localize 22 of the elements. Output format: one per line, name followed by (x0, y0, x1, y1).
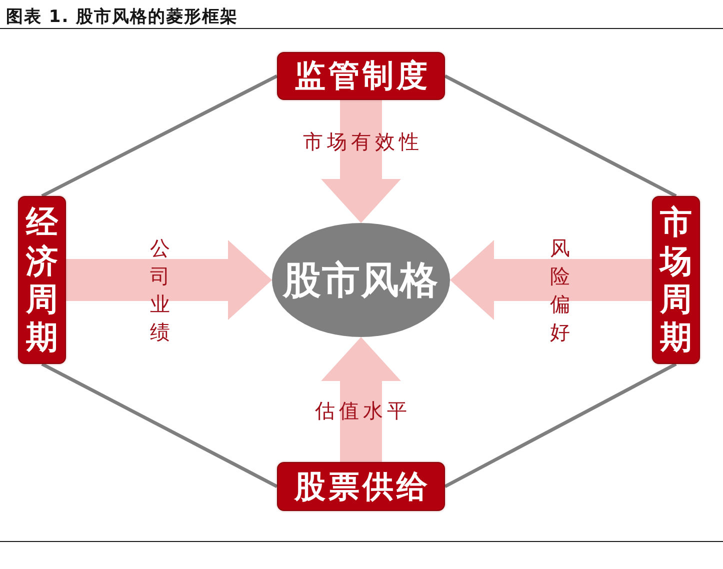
node-label: 市场周期 (660, 203, 692, 357)
block-arrow (321, 337, 401, 462)
node-label: 股票供给 (293, 468, 430, 506)
chart-title: 图表 1. 股市风格的菱形框架 (6, 6, 238, 28)
edge-label: 市场有效性 (302, 128, 423, 156)
connector-line (444, 362, 677, 488)
connector-line (444, 74, 677, 198)
factor-box (277, 52, 445, 100)
block-arrow (321, 100, 401, 223)
node-label: 监管制度 (294, 57, 430, 96)
connector-line (41, 74, 278, 198)
factor-box (652, 196, 700, 364)
edge-label: 公司业绩 (150, 235, 170, 346)
edge-label: 风险偏好 (550, 235, 570, 346)
factor-box (18, 196, 66, 364)
node-label: 股市风格 (283, 256, 439, 304)
node-label: 经济周期 (26, 203, 58, 357)
connector-line (41, 362, 278, 488)
block-arrow (66, 240, 272, 320)
block-arrow (450, 240, 652, 320)
factor-box (277, 462, 445, 511)
edge-label: 估值水平 (314, 398, 411, 424)
